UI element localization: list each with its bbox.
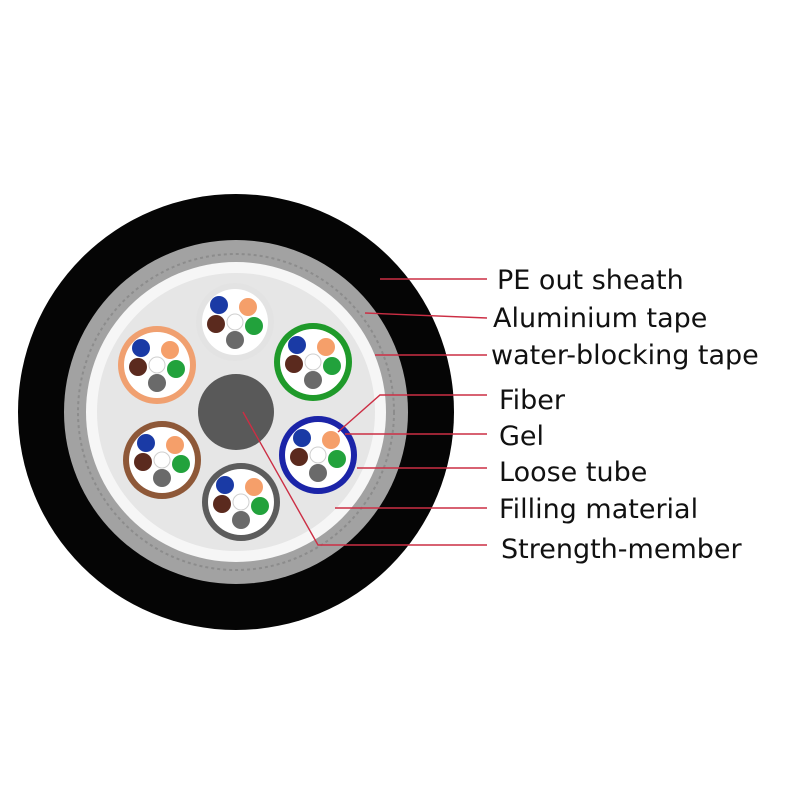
fiber-slate xyxy=(148,374,166,392)
label-gel: Gel xyxy=(499,421,544,452)
fiber-green xyxy=(172,455,190,473)
label-water-blocking-tape: water-blocking tape xyxy=(491,340,759,371)
fiber-blue xyxy=(137,434,155,452)
leader-lines-group xyxy=(242,278,488,546)
fiber-orange xyxy=(239,298,257,316)
fiber-green xyxy=(251,497,269,515)
fiber-white xyxy=(309,446,327,464)
label-loose-tube: Loose tube xyxy=(499,457,647,488)
label-strength-member: Strength-member xyxy=(501,534,743,565)
fiber-slate xyxy=(232,511,250,529)
fiber-brown xyxy=(134,453,152,471)
loose-tube-blue xyxy=(279,416,357,494)
fiber-slate xyxy=(226,331,244,349)
fiber-blue xyxy=(210,296,228,314)
fiber-brown xyxy=(207,315,225,333)
fiber-orange xyxy=(322,431,340,449)
loose-tube-green xyxy=(274,323,352,401)
fiber-slate xyxy=(153,469,171,487)
loose-tube-slate xyxy=(202,463,280,541)
fiber-blue xyxy=(132,339,150,357)
fiber-slate xyxy=(309,464,327,482)
fiber-brown xyxy=(213,495,231,513)
fiber-brown xyxy=(129,358,147,376)
fiber-white xyxy=(148,356,166,374)
label-fiber: Fiber xyxy=(499,385,566,416)
fiber-white xyxy=(226,313,244,331)
strength-member-core xyxy=(198,374,274,450)
fiber-orange xyxy=(166,436,184,454)
fiber-white xyxy=(153,451,171,469)
fiber-green xyxy=(328,450,346,468)
fiber-white xyxy=(232,493,250,511)
fiber-orange xyxy=(245,478,263,496)
fiber-orange xyxy=(161,341,179,359)
leader-strength-member xyxy=(242,411,487,546)
fiber-slate xyxy=(304,371,322,389)
loose-tube-brown xyxy=(123,421,201,499)
fiber-white xyxy=(304,353,322,371)
fiber-orange xyxy=(317,338,335,356)
fiber-green xyxy=(323,357,341,375)
loose-tube-orange xyxy=(118,326,196,404)
leader-fiber xyxy=(337,394,487,433)
fiber-blue xyxy=(293,429,311,447)
fiber-green xyxy=(167,360,185,378)
fiber-blue xyxy=(288,336,306,354)
label-pe-out-sheath: PE out sheath xyxy=(497,265,684,296)
fiber-brown xyxy=(285,355,303,373)
aluminium-tape-ridge xyxy=(77,253,395,571)
fiber-brown xyxy=(290,448,308,466)
loose-tube-white xyxy=(196,283,274,361)
leader-aluminium-tape xyxy=(364,312,488,319)
fiber-blue xyxy=(216,476,234,494)
fiber-green xyxy=(245,317,263,335)
label-filling-material: Filling material xyxy=(499,494,698,525)
loose-tubes-group xyxy=(118,283,357,541)
label-aluminium-tape: Aluminium tape xyxy=(493,303,707,334)
